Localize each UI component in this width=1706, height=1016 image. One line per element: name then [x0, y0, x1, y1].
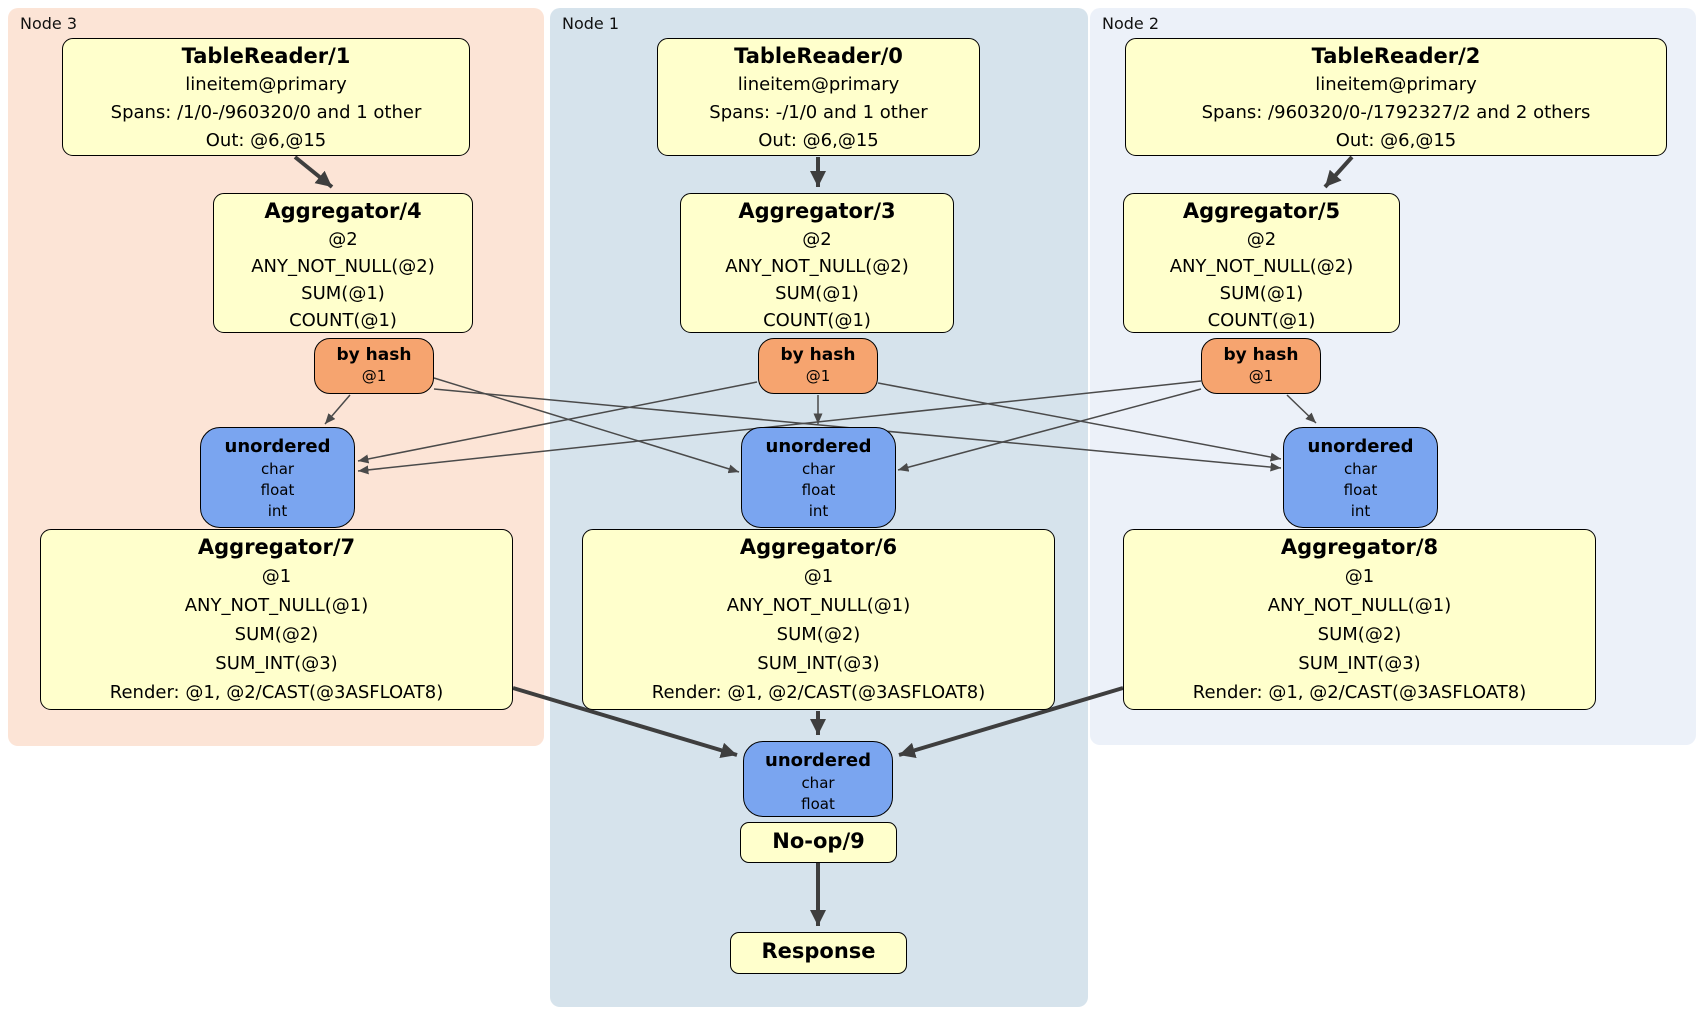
sync-title: unordered [1307, 436, 1414, 457]
sync-type: char [801, 460, 836, 478]
agg-line: ANY_NOT_NULL(@1) [726, 595, 911, 616]
node2-label: Node 2 [1102, 14, 1160, 33]
agg-line: ANY_NOT_NULL(@2) [725, 256, 909, 277]
render-line: Render: @1, @2/CAST(@3ASFLOAT8) [109, 682, 444, 703]
noop-title: No-op/9 [772, 829, 865, 853]
agg-line: SUM(@1) [775, 283, 859, 304]
agg-line: @1 [803, 566, 834, 587]
aggregator-box: Aggregator/3 @2 ANY_NOT_NULL(@2) SUM(@1)… [680, 193, 954, 333]
aggregator-box: Aggregator/8 @1 ANY_NOT_NULL(@1) SUM(@2)… [1123, 529, 1596, 710]
agg-line: SUM(@2) [776, 624, 861, 645]
render-line: Render: @1, @2/CAST(@3ASFLOAT8) [1192, 682, 1527, 703]
agg-line: @1 [261, 566, 292, 587]
router-detail: @1 [1248, 367, 1274, 385]
thick-flow-arrows [293, 155, 1354, 926]
aggregator-box: Aggregator/4 @2 ANY_NOT_NULL(@2) SUM(@1)… [213, 193, 473, 333]
agg-line: @2 [328, 229, 358, 250]
hash-router-box: by hash @1 [314, 338, 434, 394]
agg-line: ANY_NOT_NULL(@2) [251, 256, 435, 277]
unordered-sync-box: unordered char float int [741, 427, 896, 528]
aggregator-box: Aggregator/5 @2 ANY_NOT_NULL(@2) SUM(@1)… [1123, 193, 1400, 333]
agg-line: ANY_NOT_NULL(@1) [184, 595, 369, 616]
processor-title: TableReader/1 [181, 44, 351, 68]
table-reader-box: TableReader/0 lineitem@primary Spans: -/… [657, 38, 980, 156]
sync-type: float [801, 481, 836, 499]
sync-type: char [1343, 460, 1378, 478]
agg-line: SUM(@2) [1317, 624, 1402, 645]
sync-type: int [1350, 502, 1371, 520]
agg-line: SUM_INT(@3) [215, 653, 338, 674]
processor-title: Aggregator/6 [739, 535, 898, 559]
unordered-sync-box: unordered char float int [1283, 427, 1438, 528]
spans-line: Spans: /960320/0-/1792327/2 and 2 others [1201, 102, 1591, 123]
agg-line: ANY_NOT_NULL(@2) [1169, 256, 1354, 277]
out-line: Out: @6,@15 [1335, 130, 1457, 151]
sync-type: int [267, 502, 288, 520]
router-detail: @1 [805, 367, 831, 385]
noop-box: No-op/9 [740, 822, 897, 863]
router-detail: @1 [361, 367, 387, 385]
response-box: Response [730, 932, 907, 974]
spans-line: Spans: -/1/0 and 1 other [709, 102, 928, 123]
router-title: by hash [780, 345, 856, 365]
processor-title: Aggregator/3 [738, 199, 896, 223]
index-line: lineitem@primary [1315, 74, 1477, 95]
hash-router-box: by hash @1 [758, 338, 878, 394]
router-title: by hash [1223, 345, 1299, 365]
processor-title: Aggregator/5 [1182, 199, 1341, 223]
agg-line: SUM_INT(@3) [1298, 653, 1421, 674]
agg-line: SUM(@1) [301, 283, 385, 304]
spans-line: Spans: /1/0-/960320/0 and 1 other [110, 102, 422, 123]
final-unordered-sync-box: unordered char float [743, 741, 893, 817]
index-line: lineitem@primary [185, 74, 347, 95]
aggregator-box: Aggregator/6 @1 ANY_NOT_NULL(@1) SUM(@2)… [582, 529, 1055, 710]
table-reader-box: TableReader/2 lineitem@primary Spans: /9… [1125, 38, 1667, 156]
router-title: by hash [336, 345, 412, 365]
aggregator-box: Aggregator/7 @1 ANY_NOT_NULL(@1) SUM(@2)… [40, 529, 513, 710]
sync-type: char [260, 460, 295, 478]
processor-title: Aggregator/8 [1280, 535, 1439, 559]
agg-line: SUM(@2) [234, 624, 319, 645]
agg-line: COUNT(@1) [289, 310, 397, 331]
out-line: Out: @6,@15 [758, 130, 879, 151]
render-line: Render: @1, @2/CAST(@3ASFLOAT8) [651, 682, 986, 703]
agg-line: SUM(@1) [1219, 283, 1304, 304]
agg-line: ANY_NOT_NULL(@1) [1267, 595, 1452, 616]
index-line: lineitem@primary [737, 74, 900, 95]
processor-title: TableReader/2 [1311, 44, 1481, 68]
sync-type: float [1343, 481, 1378, 499]
sync-type: float [801, 795, 835, 813]
agg-line: SUM_INT(@3) [757, 653, 880, 674]
agg-line: COUNT(@1) [763, 310, 871, 331]
processor-title: TableReader/0 [734, 44, 903, 68]
agg-line: @1 [1344, 566, 1375, 587]
hash-stream-edges [324, 377, 1317, 475]
sync-type: int [808, 502, 829, 520]
node3-label: Node 3 [20, 14, 78, 33]
processor-title: Aggregator/7 [197, 535, 356, 559]
agg-line: COUNT(@1) [1207, 310, 1316, 331]
response-title: Response [761, 939, 876, 963]
sync-title: unordered [765, 750, 871, 771]
sync-title: unordered [765, 436, 872, 457]
node1-label: Node 1 [562, 14, 620, 33]
sync-type: char [801, 774, 835, 792]
hash-router-box: by hash @1 [1201, 338, 1321, 394]
agg-line: @2 [802, 229, 832, 250]
agg-line: @2 [1246, 229, 1277, 250]
processor-title: Aggregator/4 [264, 199, 422, 223]
sync-title: unordered [224, 436, 331, 457]
unordered-sync-box: unordered char float int [200, 427, 355, 528]
table-reader-box: TableReader/1 lineitem@primary Spans: /1… [62, 38, 470, 156]
out-line: Out: @6,@15 [205, 130, 327, 151]
sync-type: float [260, 481, 295, 499]
